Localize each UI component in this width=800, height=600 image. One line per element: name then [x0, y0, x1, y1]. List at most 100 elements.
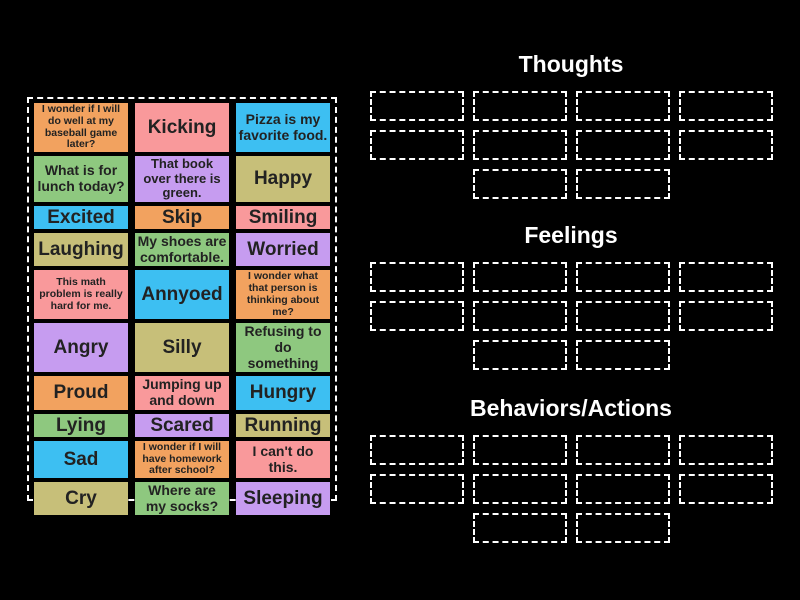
- tile-label: That book over there is green.: [143, 156, 221, 201]
- tile-label: Sad: [63, 448, 99, 470]
- drop-slot[interactable]: [575, 474, 670, 504]
- tile-board: I wonder if I will do well at my basebal…: [27, 97, 337, 516]
- tile[interactable]: Hungry: [236, 376, 330, 410]
- drop-slot[interactable]: [678, 474, 773, 504]
- tile-label: I wonder if I will have homework after s…: [142, 440, 222, 477]
- tile[interactable]: That book over there is green.: [135, 156, 229, 202]
- tile[interactable]: Refusing to do something: [236, 323, 330, 373]
- drop-slot[interactable]: [472, 130, 567, 160]
- tile-label: Skip: [161, 206, 203, 228]
- tile-label: Sleeping: [243, 488, 323, 510]
- tile-label: Jumping up and down: [142, 376, 222, 408]
- drop-slot[interactable]: [575, 262, 670, 292]
- tile[interactable]: Annyoed: [135, 270, 229, 320]
- tile[interactable]: Scared: [135, 413, 229, 437]
- tile[interactable]: Sleeping: [236, 482, 330, 516]
- drop-slot[interactable]: [369, 301, 464, 331]
- tile-label: What is for lunch today?: [37, 162, 125, 194]
- tile-label: Pizza is my favorite food.: [238, 110, 328, 143]
- drop-slot[interactable]: [369, 474, 464, 504]
- tile-label: Happy: [253, 168, 313, 190]
- group-zone-thoughts: Thoughts: [366, 50, 776, 199]
- drop-slot[interactable]: [472, 340, 567, 370]
- tile[interactable]: This math problem is really hard for me.: [34, 270, 128, 320]
- tile[interactable]: Laughing: [34, 232, 128, 267]
- drop-slot[interactable]: [678, 301, 773, 331]
- tile[interactable]: Silly: [135, 323, 229, 373]
- tile[interactable]: Kicking: [135, 103, 229, 152]
- tile[interactable]: I can't do this.: [236, 440, 330, 479]
- tile[interactable]: I wonder what that person is thinking ab…: [236, 270, 330, 320]
- group-zone-feelings: Feelings: [366, 221, 776, 370]
- tile[interactable]: Proud: [34, 376, 128, 410]
- group-title-feelings: Feelings: [524, 222, 618, 248]
- group-title-behaviors: Behaviors/Actions: [470, 395, 672, 421]
- tile[interactable]: Running: [236, 413, 330, 437]
- tile-label: Proud: [53, 382, 109, 404]
- drop-slot[interactable]: [472, 91, 567, 121]
- tile[interactable]: I wonder if I will have homework after s…: [135, 440, 229, 479]
- tile-label: My shoes are comfortable.: [137, 232, 227, 265]
- tile-label: Kicking: [147, 116, 217, 138]
- tile-label: I wonder if I will do well at my basebal…: [41, 103, 121, 151]
- tile-label: Laughing: [38, 238, 124, 260]
- drop-slot[interactable]: [472, 301, 567, 331]
- tile[interactable]: Worried: [236, 232, 330, 267]
- slot-grid-feelings: [366, 262, 776, 370]
- tile[interactable]: Cry: [34, 482, 128, 516]
- tile-label: Annyoed: [141, 284, 223, 306]
- tile-label: Excited: [47, 206, 115, 228]
- tile[interactable]: Where are my socks?: [135, 482, 229, 516]
- drop-slot[interactable]: [678, 130, 773, 160]
- tile[interactable]: Skip: [135, 205, 229, 229]
- tile-label: Hungry: [249, 382, 317, 404]
- tile-label: Cry: [65, 488, 97, 510]
- tile-label: I wonder what that person is thinking ab…: [246, 270, 320, 318]
- tile-label: Worried: [247, 238, 319, 260]
- drop-slot[interactable]: [472, 169, 567, 199]
- group-title-thoughts: Thoughts: [518, 51, 624, 77]
- tile[interactable]: Lying: [34, 413, 128, 437]
- drop-slot[interactable]: [472, 474, 567, 504]
- tile-label: I can't do this.: [252, 442, 314, 475]
- drop-slot[interactable]: [472, 513, 567, 543]
- drop-slot[interactable]: [575, 301, 670, 331]
- drop-slot[interactable]: [575, 513, 670, 543]
- drop-slot[interactable]: [472, 435, 567, 465]
- drop-slot[interactable]: [678, 435, 773, 465]
- group-zone-behaviors: Behaviors/Actions: [366, 394, 776, 543]
- tile[interactable]: Pizza is my favorite food.: [236, 103, 330, 152]
- slot-grid-thoughts: [366, 91, 776, 199]
- tile[interactable]: Smiling: [236, 205, 330, 229]
- drop-slot[interactable]: [369, 91, 464, 121]
- tile-label: Angry: [53, 337, 109, 359]
- drop-slot[interactable]: [472, 262, 567, 292]
- tile-label: Smiling: [248, 206, 318, 228]
- tile-label: Running: [244, 414, 322, 436]
- tile-label: This math problem is really hard for me.: [39, 276, 123, 312]
- tile-label: Refusing to do something: [244, 323, 322, 371]
- drop-slot[interactable]: [575, 169, 670, 199]
- slot-grid-behaviors: [366, 435, 776, 543]
- drop-slot[interactable]: [575, 340, 670, 370]
- drop-slot[interactable]: [369, 435, 464, 465]
- drop-slot[interactable]: [678, 91, 773, 121]
- drop-slot[interactable]: [575, 91, 670, 121]
- tile[interactable]: Excited: [34, 205, 128, 229]
- drop-slot[interactable]: [369, 262, 464, 292]
- drop-slot[interactable]: [575, 130, 670, 160]
- drop-slot[interactable]: [369, 130, 464, 160]
- tile[interactable]: I wonder if I will do well at my basebal…: [34, 103, 128, 152]
- tile-label: Silly: [162, 337, 202, 359]
- drop-slot[interactable]: [575, 435, 670, 465]
- tile[interactable]: Angry: [34, 323, 128, 373]
- tile[interactable]: My shoes are comfortable.: [135, 232, 229, 267]
- tile[interactable]: Jumping up and down: [135, 376, 229, 410]
- tile-label: Scared: [150, 414, 214, 436]
- tile-label: Where are my socks?: [145, 482, 219, 514]
- tile-label: Lying: [56, 414, 106, 436]
- tile[interactable]: Happy: [236, 156, 330, 202]
- drop-slot[interactable]: [678, 262, 773, 292]
- tile[interactable]: What is for lunch today?: [34, 156, 128, 202]
- tile[interactable]: Sad: [34, 440, 128, 479]
